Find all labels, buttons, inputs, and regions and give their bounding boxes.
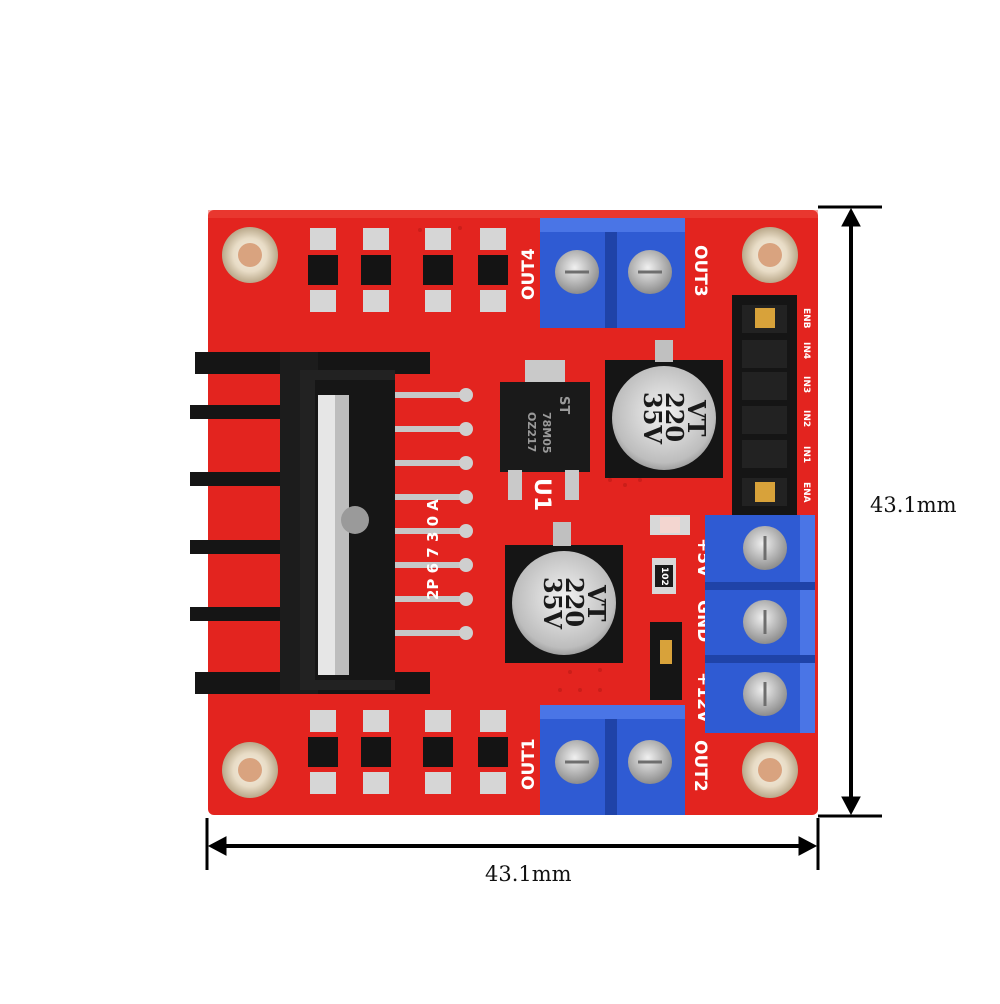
svg-text:IN1: IN1 <box>801 446 811 463</box>
mounting-hole <box>742 227 798 283</box>
label-out3: OUT3 <box>690 245 710 297</box>
mounting-hole <box>222 227 278 283</box>
regulator-model: 78M05 <box>540 412 553 454</box>
voltage-regulator <box>500 360 590 500</box>
mounting-hole <box>222 742 278 798</box>
capacitor-1 <box>605 340 723 478</box>
height-dimension-line <box>818 205 882 818</box>
height-dimension-label: 43.1mm <box>870 493 957 517</box>
capacitor-2-line2: 220 <box>560 577 589 627</box>
capacitor-2-line3: 35V <box>538 577 567 629</box>
capacitor-1-line1: VT <box>682 399 711 437</box>
capacitor-1-line2: 220 <box>660 392 689 442</box>
label-out1: OUT1 <box>519 738 539 790</box>
chip-marking: 2P 6 7 3 0 A <box>424 499 442 600</box>
capacitor-1-line3: 35V <box>638 392 667 444</box>
svg-text:IN2: IN2 <box>801 410 811 427</box>
width-dimension-label: 43.1mm <box>485 862 572 886</box>
resistor <box>652 558 676 594</box>
label-out4: OUT4 <box>519 248 539 300</box>
mounting-hole <box>742 742 798 798</box>
5v-jumper <box>650 622 682 700</box>
regulator-code: OZ217 <box>525 412 538 452</box>
resistor-marking: 102 <box>659 567 669 586</box>
l298n-chip <box>315 380 395 680</box>
power-terminal-block <box>705 515 815 733</box>
diode-row-bottom <box>308 710 508 794</box>
pin-labels: ENA IN1 IN2 IN3 IN4 ENB <box>801 308 811 503</box>
regulator-brand: ST <box>556 396 571 414</box>
svg-text:IN3: IN3 <box>801 376 811 393</box>
terminal-block-out1-out2 <box>540 705 685 815</box>
diode-row-top <box>308 228 508 312</box>
capacitor-2-line1: VT <box>582 584 611 622</box>
svg-text:ENA: ENA <box>801 482 811 503</box>
capacitor-2 <box>505 522 623 663</box>
label-u1: U1 <box>529 478 554 511</box>
terminal-block-out3-out4 <box>540 218 685 328</box>
chip-pins <box>395 388 473 640</box>
svg-text:ENB: ENB <box>801 308 811 329</box>
power-led <box>650 515 690 535</box>
svg-text:IN4: IN4 <box>801 342 811 359</box>
label-out2: OUT2 <box>690 740 710 792</box>
width-dimension-line <box>205 818 820 870</box>
control-header <box>732 295 797 515</box>
